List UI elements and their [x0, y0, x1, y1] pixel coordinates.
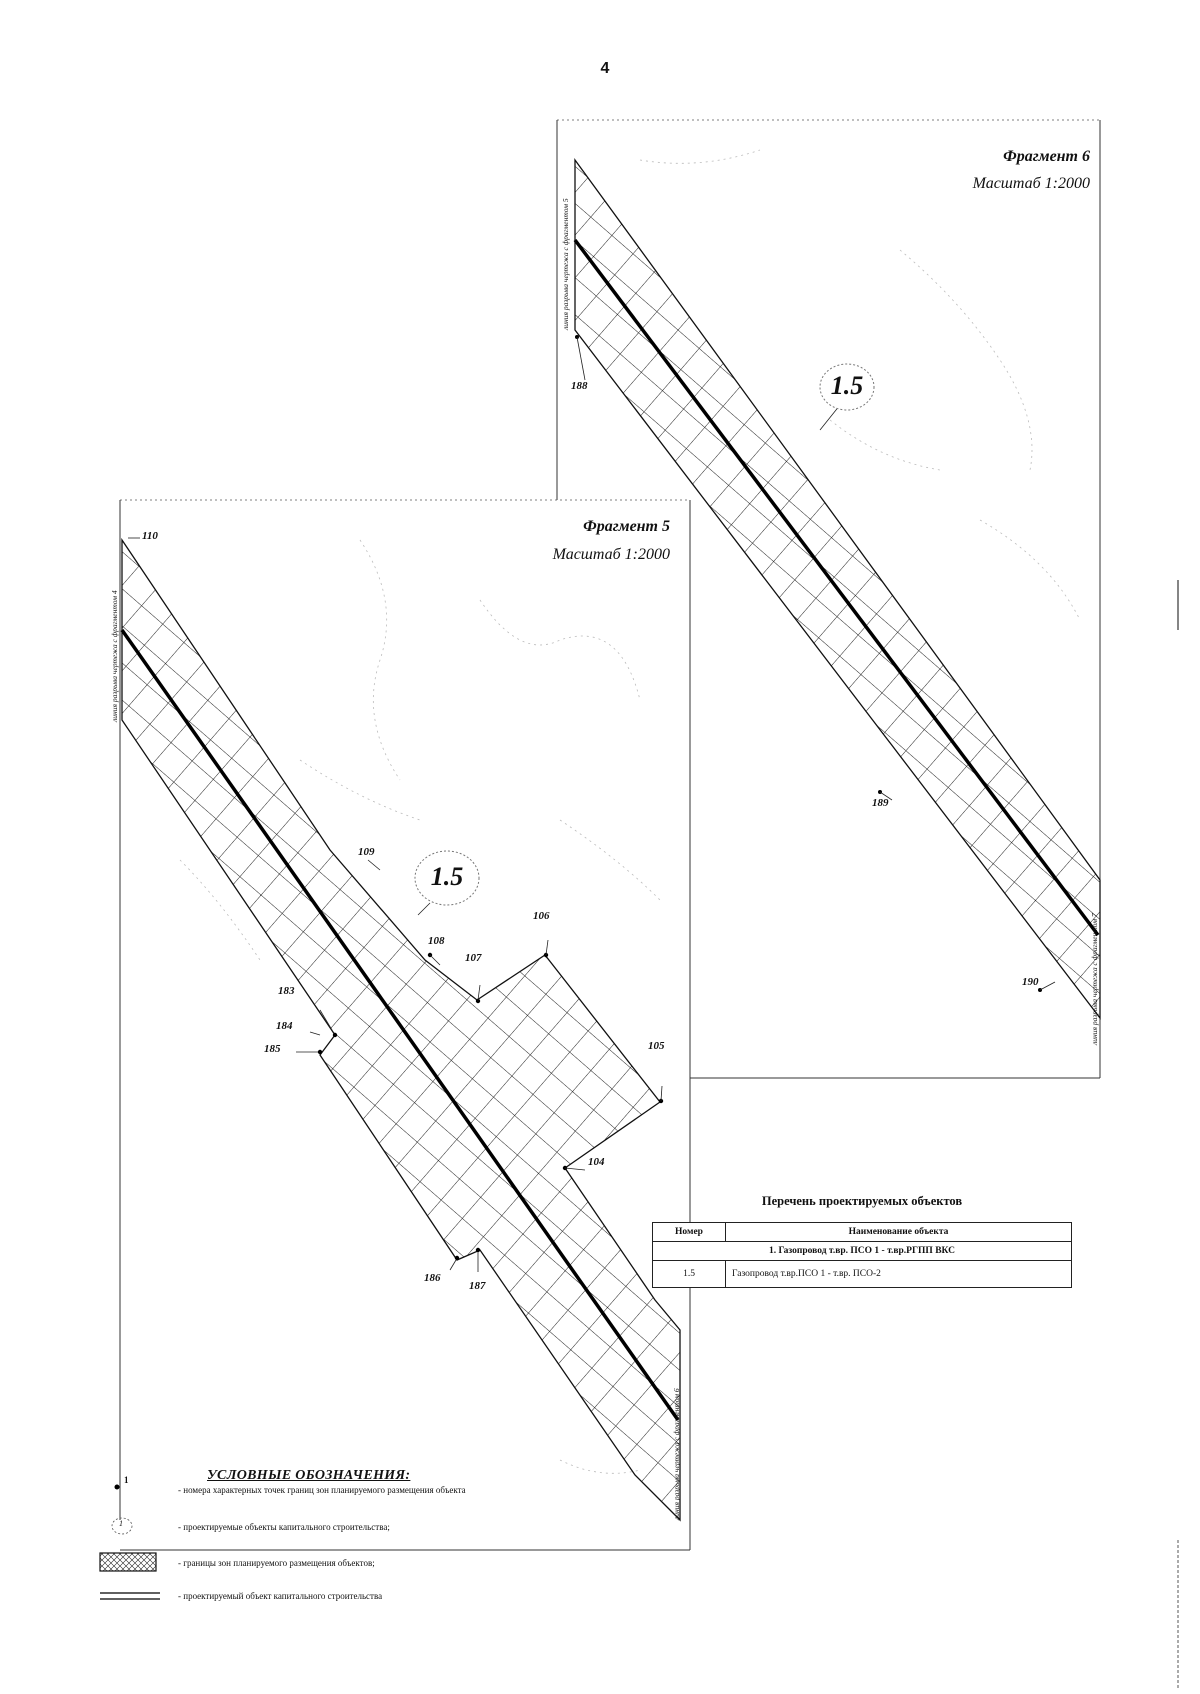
point-label: 190	[1022, 976, 1039, 988]
fragment-6-corridor	[573, 158, 1101, 1020]
object-name-cell: Газопровод т.вр.ПСО 1 - т.вр. ПСО-2	[725, 1260, 1072, 1288]
point-label: 107	[465, 952, 482, 964]
point-label: 110	[142, 530, 158, 542]
point-label: 183	[278, 985, 295, 997]
legend-item: - номера характерных точек границ зон пл…	[178, 1485, 466, 1495]
legend-object-number: 1	[119, 1519, 123, 1528]
legend-point-dot	[114, 1484, 120, 1490]
column-header: Наименование объекта	[725, 1222, 1072, 1242]
legend-title: УСЛОВНЫЕ ОБОЗНАЧЕНИЯ:	[207, 1468, 411, 1483]
fragment-5-frame	[119, 499, 691, 1551]
table-group-row: 1. Газопровод т.вр. ПСО 1 - т.вр.РГПП ВК…	[652, 1241, 1072, 1261]
background-contours	[179, 149, 1081, 1474]
fragment-6-title: Фрагмент 6	[1003, 148, 1090, 165]
column-header: Номер	[652, 1222, 726, 1242]
fragment-5-scale: Масштаб 1:2000	[552, 546, 670, 563]
fragment-5-break-line-right: линия разрыва чертежа с фрагментом 6	[672, 1388, 681, 1520]
point-label: 184	[276, 1020, 293, 1032]
objects-table: Номер Наименование объекта 1. Газопровод…	[652, 1222, 1072, 1288]
point-label: 189	[872, 797, 889, 809]
point-label: 186	[424, 1272, 441, 1284]
point-label: 188	[571, 380, 588, 392]
fragment-5-object-callout	[414, 850, 480, 906]
fragment-6-frame	[556, 119, 1101, 1079]
point-label: 104	[588, 1156, 605, 1168]
table-header-row: Номер Наименование объекта	[652, 1222, 1072, 1242]
page-number: 4	[600, 60, 610, 77]
point-label: 109	[358, 846, 375, 858]
legend-item: - проектируемые объекты капитального стр…	[178, 1522, 390, 1532]
legend-item: - границы зон планируемого размещения об…	[178, 1558, 375, 1568]
fragment-5-object-label: 1.5	[430, 862, 464, 891]
fragment-6-break-line-right: линия разрыва чертежа с фрагментом 7	[1090, 913, 1099, 1045]
point-label: 108	[428, 935, 445, 947]
legend-point-number: 1	[124, 1475, 129, 1485]
legend-symbols	[99, 1484, 160, 1600]
fragment-5-title: Фрагмент 5	[583, 518, 670, 535]
fragment-6-scale: Масштаб 1:2000	[972, 175, 1090, 192]
fragment-6-object-callout	[819, 363, 875, 411]
fragment-6-break-line-left: линия разрыва чертежа с фрагментом 5	[561, 198, 570, 330]
point-label: 106	[533, 910, 550, 922]
table-row: 1.5 Газопровод т.вр.ПСО 1 - т.вр. ПСО-2	[652, 1260, 1072, 1288]
point-label: 185	[264, 1043, 281, 1055]
legend-item: - проектируемый объект капитального стро…	[178, 1591, 383, 1601]
fragment-6-object-label: 1.5	[830, 371, 864, 400]
group-cell: 1. Газопровод т.вр. ПСО 1 - т.вр.РГПП ВК…	[652, 1241, 1072, 1261]
object-number-cell: 1.5	[652, 1260, 726, 1288]
leader-lines	[128, 336, 1056, 1272]
fragment-5-break-line-left: линия разрыва чертежа с фрагментом 4	[110, 590, 119, 722]
objects-list-title: Перечень проектируемых объектов	[761, 1194, 963, 1208]
fragment-5-corridor	[120, 537, 681, 1522]
point-label: 187	[469, 1280, 486, 1292]
point-label: 105	[648, 1040, 665, 1052]
